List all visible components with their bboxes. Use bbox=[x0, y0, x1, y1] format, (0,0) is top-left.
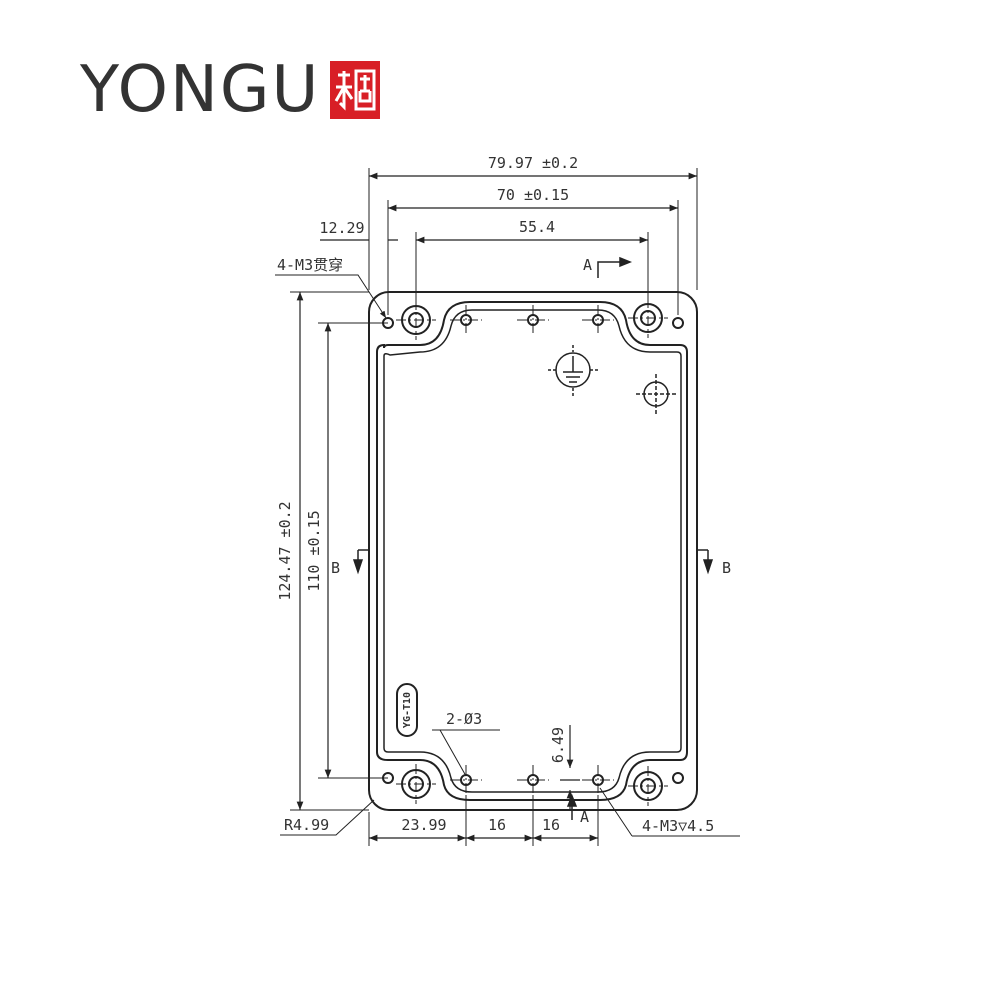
dim-inner-span: 55.4 bbox=[519, 218, 555, 236]
through-hole-br bbox=[672, 772, 684, 784]
dim-pitch-1: 16 bbox=[488, 816, 506, 834]
through-hole-tr bbox=[672, 317, 684, 329]
dim-pitch-2: 16 bbox=[542, 816, 560, 834]
dim-corner-radius: R4.99 bbox=[284, 816, 329, 834]
section-marker-a-top: A bbox=[583, 256, 592, 274]
ground-symbol bbox=[548, 345, 598, 396]
section-marker-b-left: B bbox=[331, 559, 340, 577]
section-marker-a-bottom: A bbox=[580, 808, 589, 826]
dim-bottom-offset: 23.99 bbox=[401, 816, 446, 834]
note-blind-holes: 4-M3▽4.5 bbox=[642, 817, 714, 835]
note-hole-diameter: 2-Ø3 bbox=[446, 710, 482, 728]
inner-wall-inner bbox=[383, 309, 682, 793]
dim-hole-span-height: 110 ±0.15 bbox=[305, 510, 323, 591]
vent-circle bbox=[636, 374, 676, 414]
inner-wall bbox=[376, 301, 688, 801]
dim-overall-width: 79.97 ±0.2 bbox=[488, 154, 578, 172]
dim-hole-span-width: 70 ±0.15 bbox=[497, 186, 569, 204]
model-tag-badge: YG-T10 bbox=[396, 683, 418, 737]
note-through-holes: 4-M3贯穿 bbox=[277, 256, 343, 274]
brand-logo: YONGU bbox=[80, 53, 381, 127]
dim-overall-height: 124.47 ±0.2 bbox=[276, 501, 294, 600]
enclosure-outline bbox=[368, 291, 698, 811]
dim-edge-offset: 12.29 bbox=[319, 219, 364, 237]
model-tag: YG-T10 bbox=[402, 692, 413, 728]
dim-hole-height: 6.49 bbox=[549, 727, 567, 763]
section-marker-b-right: B bbox=[722, 559, 731, 577]
brand-name: YONGU bbox=[80, 53, 321, 127]
brand-seal bbox=[330, 61, 381, 119]
